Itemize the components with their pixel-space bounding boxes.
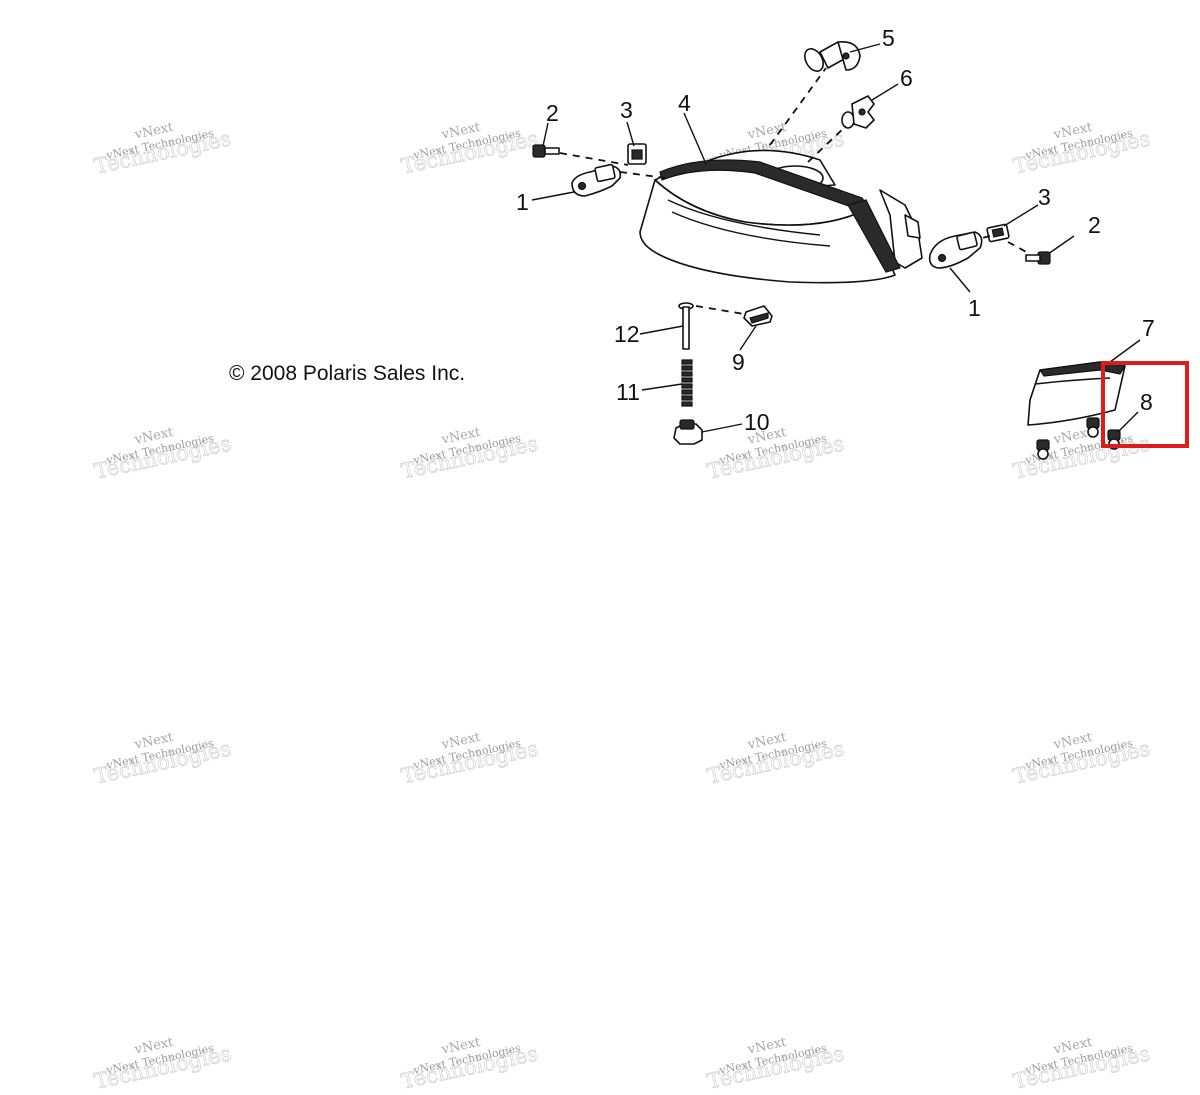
callout-leader-lines xyxy=(531,43,1141,433)
right-screw-part[interactable] xyxy=(1025,251,1051,265)
callout-3-left: 3 xyxy=(620,97,633,123)
side-marker-lens-part[interactable] xyxy=(1027,361,1126,426)
callout-2-right: 2 xyxy=(1088,212,1101,238)
callout-5: 5 xyxy=(882,25,895,51)
adjuster-nut-part[interactable] xyxy=(673,419,703,445)
callout-4: 4 xyxy=(678,90,691,116)
callout-11: 11 xyxy=(616,379,640,405)
callout-7: 7 xyxy=(1142,315,1155,341)
right-clip-nut-part[interactable] xyxy=(986,223,1010,243)
assembly-guide-lines xyxy=(559,67,1031,315)
copyright-notice: © 2008 Polaris Sales Inc. xyxy=(229,362,465,385)
left-clip-nut-part[interactable] xyxy=(627,143,647,165)
headlight-assembly-part[interactable] xyxy=(639,149,923,284)
adjuster-bolt-part[interactable] xyxy=(678,302,694,350)
callout-2-left: 2 xyxy=(546,100,559,126)
callout-12: 12 xyxy=(614,321,640,347)
callout-labels: 1 2 3 4 5 6 1 3 2 7 8 9 10 11 12 xyxy=(516,25,1155,435)
bulb-part[interactable] xyxy=(801,40,861,75)
left-screw-part[interactable] xyxy=(532,144,560,158)
spring-part[interactable] xyxy=(681,359,693,407)
part-8-highlight-box[interactable] xyxy=(1101,361,1189,448)
bulb-socket-part[interactable] xyxy=(841,95,875,129)
callout-1-left: 1 xyxy=(516,189,529,215)
callout-6: 6 xyxy=(900,65,913,91)
callout-8: 8 xyxy=(1140,389,1153,415)
side-marker-nut-left-part[interactable] xyxy=(1086,417,1100,438)
callout-9: 9 xyxy=(732,349,745,375)
side-marker-nut-lower-part[interactable] xyxy=(1036,439,1050,460)
callout-10: 10 xyxy=(744,409,770,435)
right-mounting-bracket-part[interactable] xyxy=(928,231,983,269)
callout-3-right: 3 xyxy=(1038,184,1051,210)
left-mounting-bracket-part[interactable] xyxy=(571,163,622,197)
adjuster-clip-part[interactable] xyxy=(743,305,773,327)
callout-1-right: 1 xyxy=(968,295,981,321)
